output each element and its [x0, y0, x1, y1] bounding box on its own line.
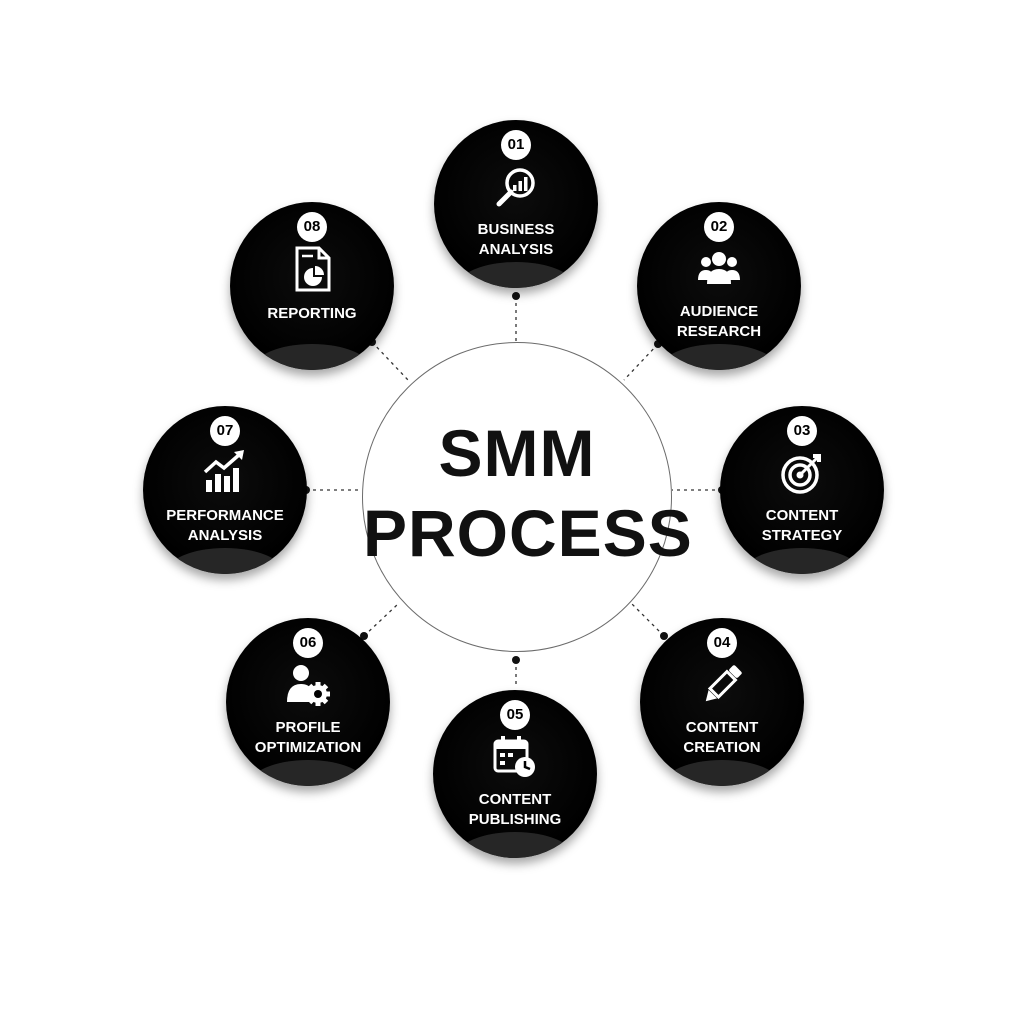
connector-08: [371, 341, 409, 381]
user-gear-icon: [287, 665, 330, 706]
step-label: CONTENT STRATEGY: [726, 506, 878, 546]
step-reporting: 08 REPORTING: [230, 202, 394, 370]
step-number-badge: 03: [787, 416, 817, 446]
step-label-line1: AUDIENCE: [679, 303, 759, 320]
step-label: BUSINESS ANALYSIS: [440, 220, 592, 260]
step-number-badge: 08: [297, 212, 327, 242]
calendar-clock-icon: [493, 736, 535, 777]
center-hub: SMM PROCESS: [362, 342, 693, 652]
step-label: PERFORMANCE ANALYSIS: [149, 506, 301, 546]
hub-title: SMM PROCESS: [363, 413, 693, 573]
hub-title-line1: SMM: [438, 416, 596, 490]
step-content-strategy: 03 CONTENT STRATEGY: [720, 406, 884, 574]
step-business-analysis: 01 BUSINESS ANALYSIS: [434, 120, 598, 288]
step-number-badge: 07: [210, 416, 240, 446]
step-label-line2: CREATION: [683, 739, 761, 756]
step-label-line2: ANALYSIS: [478, 241, 554, 258]
growth-chart-icon: [203, 450, 244, 492]
step-label: CONTENT CREATION: [646, 718, 798, 758]
step-label: AUDIENCE RESEARCH: [643, 302, 795, 342]
step-label-line1: CONTENT: [765, 507, 839, 524]
step-label-line1: PERFORMANCE: [166, 507, 284, 524]
step-audience-research: 02 AUDIENCE RESEARCH: [637, 202, 801, 370]
step-label-line2: RESEARCH: [676, 323, 762, 340]
step-label-line1: PROFILE: [275, 719, 341, 736]
connector-02: [623, 343, 659, 381]
hub-title-line2: PROCESS: [363, 496, 693, 570]
magnifier-chart-icon: [496, 168, 535, 207]
step-label-line1: CONTENT: [478, 791, 552, 808]
target-icon: [781, 454, 821, 494]
step-label-line2: ANALYSIS: [187, 527, 263, 544]
step-number-badge: 01: [501, 130, 531, 160]
step-content-creation: 04 CONTENT CREATION: [640, 618, 804, 786]
pencil-icon: [705, 665, 742, 702]
step-number-badge: 02: [704, 212, 734, 242]
step-label-line2: STRATEGY: [761, 527, 843, 544]
step-label-line2: PUBLISHING: [468, 811, 562, 828]
people-group-icon: [698, 252, 740, 284]
connector-06: [363, 603, 399, 637]
connector-dot-01: [512, 292, 520, 300]
step-content-publishing: 05 CONTENT PUBLISHING: [433, 690, 597, 858]
step-label-line2: OPTIMIZATION: [254, 739, 362, 756]
step-label-line1: REPORTING: [267, 305, 357, 322]
step-label: CONTENT PUBLISHING: [439, 790, 591, 830]
step-label: PROFILE OPTIMIZATION: [232, 718, 384, 758]
step-number-badge: 05: [500, 700, 530, 730]
step-label: REPORTING: [236, 304, 388, 324]
connector-dot-04: [660, 632, 668, 640]
connector-04: [631, 603, 665, 637]
step-number-badge: 04: [707, 628, 737, 658]
report-document-icon: [295, 246, 331, 292]
step-number-badge: 06: [293, 628, 323, 658]
step-label-line1: BUSINESS: [477, 221, 555, 238]
step-profile-optimization: 06 PROFILE OPTIMIZATION: [226, 618, 390, 786]
step-label-line1: CONTENT: [685, 719, 759, 736]
step-performance-analysis: 07 PERFORMANCE ANALYSIS: [143, 406, 307, 574]
connector-dot-05: [512, 656, 520, 664]
